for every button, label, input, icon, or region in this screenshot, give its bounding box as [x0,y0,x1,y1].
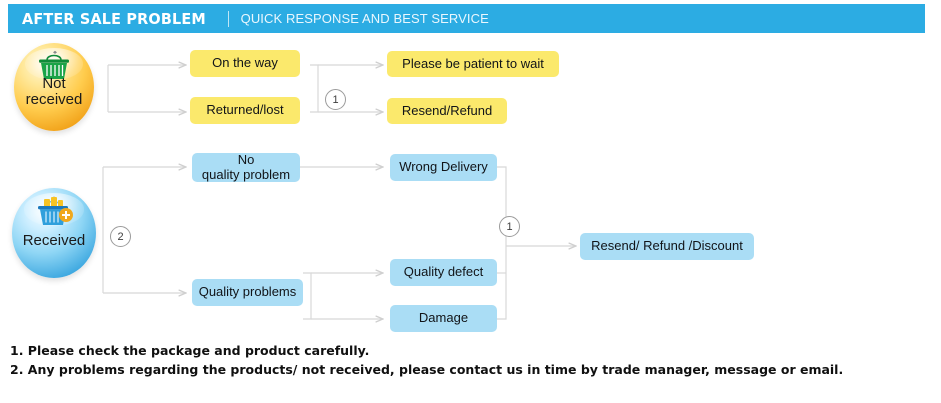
page-title: AFTER SALE PROBLEM [22,9,206,28]
status-circle-received: Received [12,188,96,278]
node-on-the-way[interactable]: On the way [190,50,300,77]
header-divider [227,10,229,27]
footer-notes: 1. Please check the package and product … [10,341,930,379]
status-label-not-received: Not received [25,75,83,108]
note-line-1: 1. Please check the package and product … [10,343,370,358]
step-marker-1-received: 1 [499,216,520,237]
after-sale-flow-diagram: Not received [0,33,941,338]
node-damage[interactable]: Damage [390,305,497,332]
header-banner: AFTER SALE PROBLEM QUICK RESPONSE AND BE… [8,4,925,33]
node-resend-refund[interactable]: Resend/Refund [387,98,507,124]
header-subtitle: QUICK RESPONSE AND BEST SERVICE [240,11,489,26]
node-returned-lost[interactable]: Returned/lost [190,97,300,124]
note-line-2: 2. Any problems regarding the products/ … [10,362,844,377]
node-quality-defect[interactable]: Quality defect [390,259,497,286]
node-no-quality-problem[interactable]: No quality problem [192,152,300,182]
flow-connectors [102,33,941,338]
node-please-be-patient-to-wait[interactable]: Please be patient to wait [387,51,559,77]
step-marker-2-received: 2 [110,226,131,247]
node-quality-problems[interactable]: Quality problems [192,279,303,306]
shopping-basket-filled-icon [30,194,78,235]
status-label-received: Received [22,231,86,249]
status-circle-not-received: Not received [14,43,94,131]
node-resend-refund-discount[interactable]: Resend/ Refund /Discount [580,233,754,260]
step-marker-1-not-received: 1 [325,89,346,110]
node-wrong-delivery[interactable]: Wrong Delivery [390,154,497,181]
